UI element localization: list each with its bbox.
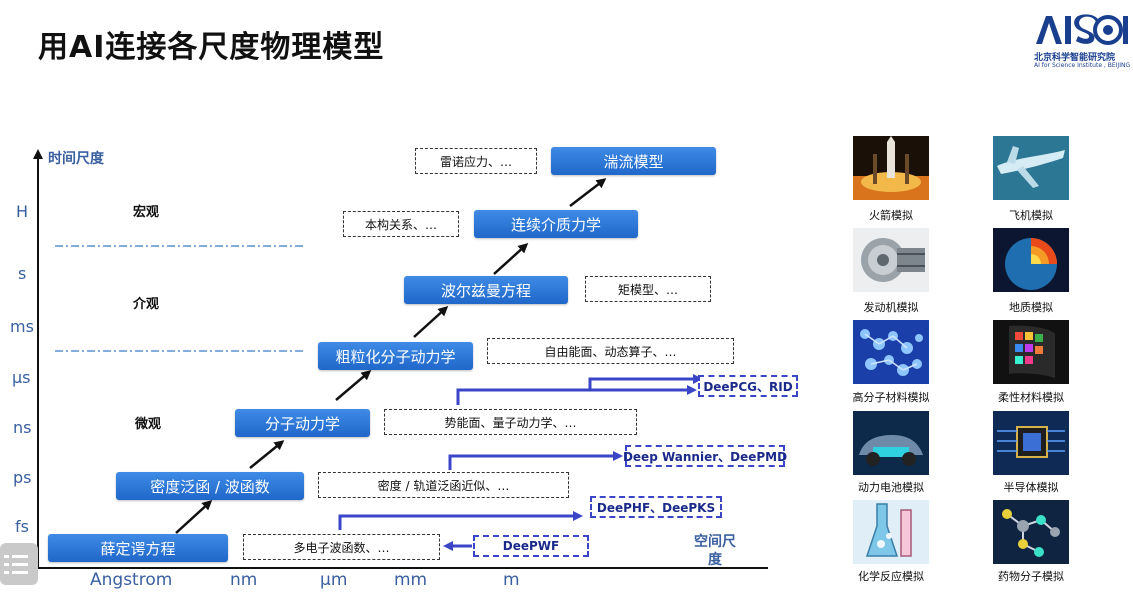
flexible-screen-image — [993, 320, 1069, 384]
approximation-box: 自由能面、动态算子、… — [487, 338, 734, 364]
application-caption: 药物分子模拟 — [998, 570, 1064, 583]
logo-chinese-name: 北京科学智能研究院 — [1034, 53, 1116, 63]
logo-english-name: AI for Science Institute , BEIJING — [1034, 62, 1131, 69]
model-box: 分子动力学 — [235, 409, 370, 437]
escalation-arrow — [493, 242, 529, 275]
slide-title: 用AI连接各尺度物理模型 — [38, 30, 385, 65]
escalation-arrow — [569, 178, 607, 207]
application-caption: 高分子材料模拟 — [852, 391, 930, 404]
ai-connector-arrow — [448, 451, 623, 470]
model-box: 连续介质力学 — [474, 210, 638, 238]
model-box: 薛定谔方程 — [48, 534, 228, 562]
application-caption: 动力电池模拟 — [858, 481, 924, 494]
y-tick: μs — [12, 368, 31, 387]
application-caption: 半导体模拟 — [1003, 481, 1059, 494]
x-tick: m — [503, 570, 520, 590]
model-box: 粗粒化分子动力学 — [318, 342, 473, 370]
y-tick: ns — [13, 418, 32, 437]
rocket-image — [853, 136, 929, 200]
list-icon — [4, 555, 28, 574]
ai-method-box: DeePCG、RID — [698, 375, 798, 397]
polymer-image — [853, 320, 929, 384]
earth-image — [993, 228, 1069, 292]
approximation-box: 本构关系、… — [343, 211, 459, 237]
model-box: 湍流模型 — [551, 147, 716, 175]
approximation-box: 势能面、量子动力学、… — [384, 409, 637, 435]
x-tick: mm — [394, 570, 428, 590]
escalation-arrow — [335, 370, 372, 401]
x-tick: μm — [320, 570, 348, 590]
x-tick: Angstrom — [90, 570, 173, 590]
band-label-meso: 介观 — [133, 297, 160, 312]
approximation-box: 密度 / 轨道泛函近似、… — [318, 472, 569, 498]
ai-method-box: DeePHF、DeePKS — [590, 496, 722, 518]
application-caption: 发动机模拟 — [863, 301, 919, 314]
engine-image — [853, 228, 929, 292]
escalation-arrow — [249, 440, 285, 469]
application-caption: 飞机模拟 — [1009, 209, 1053, 222]
band-label-micro: 微观 — [135, 417, 162, 432]
x-tick: nm — [230, 570, 258, 590]
application-caption: 地质模拟 — [1009, 301, 1053, 314]
ai-method-box: DeePWF — [473, 535, 589, 557]
approximation-box: 雷诺应力、… — [415, 148, 537, 174]
y-axis-label: 时间尺度 — [48, 151, 104, 167]
ai-connector-arrow — [338, 511, 583, 530]
model-box: 波尔兹曼方程 — [404, 276, 568, 304]
y-tick: ms — [10, 317, 34, 336]
model-box: 密度泛函 / 波函数 — [116, 472, 304, 500]
ai-method-box: Deep Wannier、DeePMD — [623, 445, 787, 467]
ai-connector-arrow — [588, 374, 703, 390]
approximation-box: 矩模型、… — [585, 276, 711, 302]
escalation-arrow — [175, 499, 213, 534]
approximation-box: 多电子波函数、… — [243, 534, 440, 560]
ai-connector-arrow — [456, 385, 697, 405]
application-caption: 化学反应模拟 — [858, 570, 924, 583]
y-tick: s — [18, 264, 27, 283]
y-tick: fs — [15, 517, 29, 536]
x-axis-label: 空间尺度 — [694, 534, 736, 568]
battery-car-image — [853, 411, 929, 475]
escalation-arrow — [413, 305, 449, 338]
airplane-image — [993, 136, 1069, 200]
band-label-macro: 宏观 — [133, 205, 160, 220]
chip-image — [993, 411, 1069, 475]
drug-molecule-image — [993, 500, 1069, 564]
y-tick: ps — [13, 468, 32, 487]
application-caption: 火箭模拟 — [869, 209, 913, 222]
application-caption: 柔性材料模拟 — [998, 391, 1064, 404]
floating-menu-button[interactable] — [0, 543, 38, 585]
y-tick: H — [16, 202, 29, 221]
chemistry-image — [853, 500, 929, 564]
aisi-logo — [1036, 14, 1128, 45]
